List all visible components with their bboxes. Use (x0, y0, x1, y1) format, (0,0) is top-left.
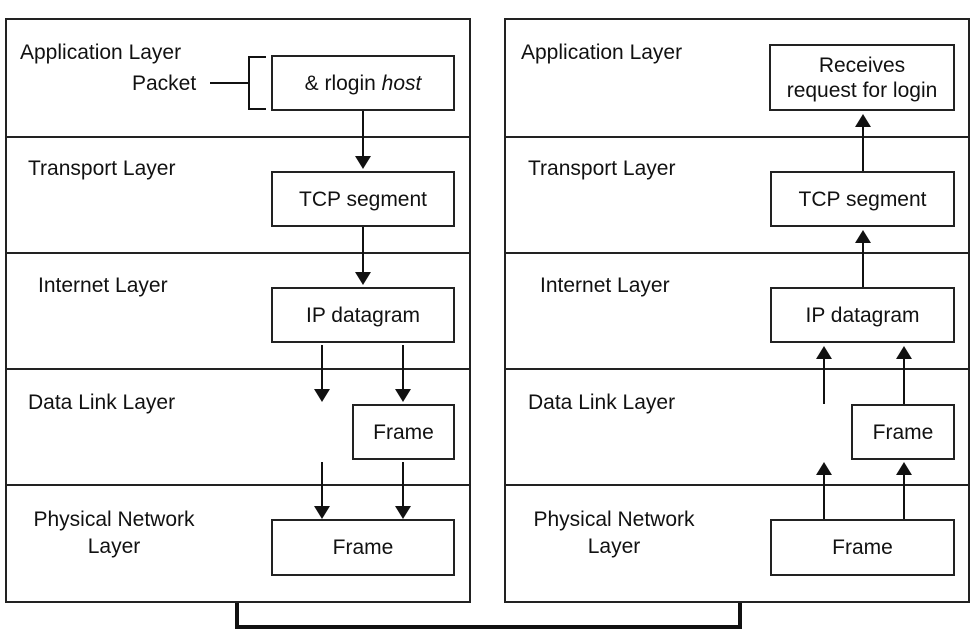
sending-data-link-layer-label: Data Link Layer (28, 391, 176, 414)
receiving-physical-layer-row (506, 484, 968, 603)
receiving-datalink-frame-box: Frame (851, 404, 955, 460)
sending-rlogin-command-text: & rlogin (304, 71, 382, 95)
receiving-physical-frame-box: Frame (770, 519, 955, 576)
sending-physical-network-layer-label: Physical Network Layer (33, 508, 195, 558)
arrowhead-ip-to-datalink-left (314, 389, 330, 402)
receiving-application-layer-label: Application Layer (521, 41, 683, 64)
sending-transport-layer-label: Transport Layer (28, 157, 176, 180)
arrowhead-ip-to-datalink-right (395, 389, 411, 402)
sending-rlogin-host-text: host (381, 71, 422, 95)
receiving-login-request-box: Receives request for login (769, 44, 955, 111)
network-link (235, 603, 742, 629)
arrowhead-physical-to-frame-right (896, 462, 912, 475)
arrowhead-tcp-to-ip (355, 272, 371, 285)
receiving-physical-network-layer-label: Physical Network Layer (533, 508, 695, 558)
arrowhead-ip-to-tcp (855, 230, 871, 243)
sending-datalink-frame-box: Frame (352, 404, 455, 460)
receiving-transport-layer-label: Transport Layer (528, 157, 676, 180)
receiving-internet-layer-label: Internet Layer (540, 274, 670, 297)
packet-bracket (210, 56, 266, 110)
sending-transport-layer-row (7, 136, 469, 254)
arrowhead-frame-to-ip-right (896, 346, 912, 359)
sending-rlogin-packet-box: & rlogin host (271, 55, 455, 111)
arrowhead-frame-to-physical-right (395, 506, 411, 519)
receiving-login-request-line1: Receives (818, 53, 906, 77)
sending-physical-layer-row (7, 484, 469, 603)
arrowhead-datalink-to-ip-left (816, 346, 832, 359)
receiving-tcp-segment-box: TCP segment (770, 171, 955, 227)
receiving-ip-datagram-box: IP datagram (770, 287, 955, 343)
arrowhead-tcp-to-app (855, 114, 871, 127)
receiving-transport-layer-row (506, 136, 968, 254)
sending-data-link-layer-row (7, 368, 469, 486)
sending-internet-layer-row (7, 252, 469, 370)
arrowhead-datalink-to-physical-left (314, 506, 330, 519)
arrowhead-app-to-tcp (355, 156, 371, 169)
sending-internet-layer-label: Internet Layer (38, 274, 168, 297)
receiving-data-link-layer-row (506, 368, 968, 486)
arrowhead-physical-to-datalink-left (816, 462, 832, 475)
sending-ip-datagram-box: IP datagram (271, 287, 455, 343)
sending-packet-label: Packet (132, 72, 197, 95)
sending-application-layer-label: Application Layer (20, 41, 182, 64)
sending-physical-frame-box: Frame (271, 519, 455, 576)
receiving-internet-layer-row (506, 252, 968, 370)
receiving-login-request-line2: request for login (786, 78, 938, 102)
receiving-data-link-layer-label: Data Link Layer (528, 391, 676, 414)
sending-tcp-segment-box: TCP segment (271, 171, 455, 227)
